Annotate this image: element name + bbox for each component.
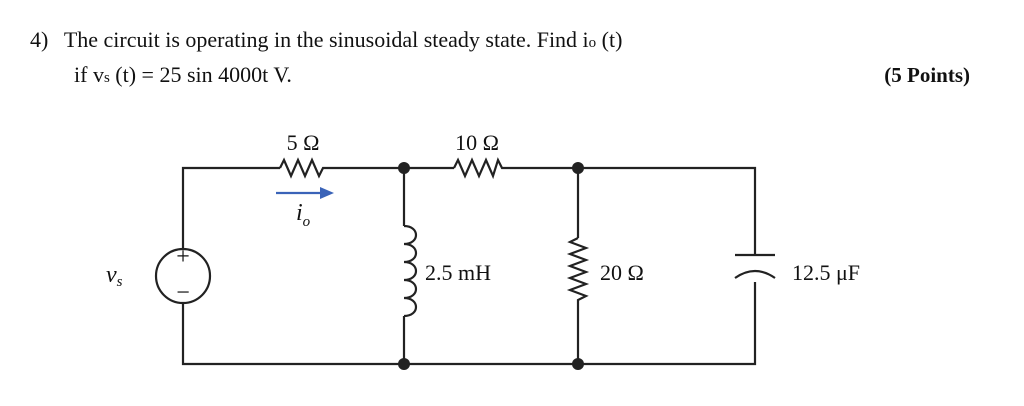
node-bottom-right xyxy=(572,358,584,370)
current-label-main: i xyxy=(296,200,303,226)
question-line-1: 4) The circuit is operating in the sinus… xyxy=(30,24,990,59)
question-number: 4) xyxy=(30,27,49,52)
r3-label: 20 Ω xyxy=(600,260,644,285)
capacitor-plate-bottom xyxy=(734,269,776,279)
source-minus: − xyxy=(176,280,190,306)
question-sentence-1: The circuit is operating in the sinusoid… xyxy=(63,27,589,52)
node-top-right xyxy=(572,162,584,174)
source-label-main: v xyxy=(106,262,117,288)
wire-top-right xyxy=(504,166,757,255)
current-arrow-head xyxy=(320,187,334,199)
node-bottom-left xyxy=(398,358,410,370)
points-label: (5 Points) xyxy=(884,63,970,87)
wire-left-top xyxy=(181,166,280,250)
source-label: vs xyxy=(106,262,123,290)
resistor-5-ohm xyxy=(279,157,326,179)
resistor-10-ohm xyxy=(453,157,504,180)
capacitor-label: 12.5 μF xyxy=(792,260,860,285)
current-label: io xyxy=(296,200,311,230)
r1-label: 5 Ω xyxy=(287,130,320,155)
r2-label: 10 Ω xyxy=(455,130,499,155)
question-line-2: if vs (t) = 25 sin 4000t V. (5 Points) xyxy=(30,59,990,94)
question-sentence-2-start: if v xyxy=(74,62,104,87)
question-sentence-2-end: (t) = 25 sin 4000t V. xyxy=(109,62,292,87)
current-label-sub: o xyxy=(303,214,311,230)
inductor-2-5-mh xyxy=(403,224,418,318)
inductor-label: 2.5 mH xyxy=(425,260,491,285)
source-plus: + xyxy=(176,244,190,270)
question-sub-o: o xyxy=(588,35,597,51)
node-top-left xyxy=(398,162,410,174)
source-label-sub: s xyxy=(117,274,123,290)
question-text: 4) The circuit is operating in the sinus… xyxy=(30,24,990,94)
question-sentence-1-end: (t) xyxy=(596,27,623,52)
resistor-20-ohm xyxy=(566,237,590,304)
voltage-source xyxy=(154,247,212,305)
wire-left-bottom xyxy=(181,282,757,366)
question-sub-s: s xyxy=(103,70,110,86)
